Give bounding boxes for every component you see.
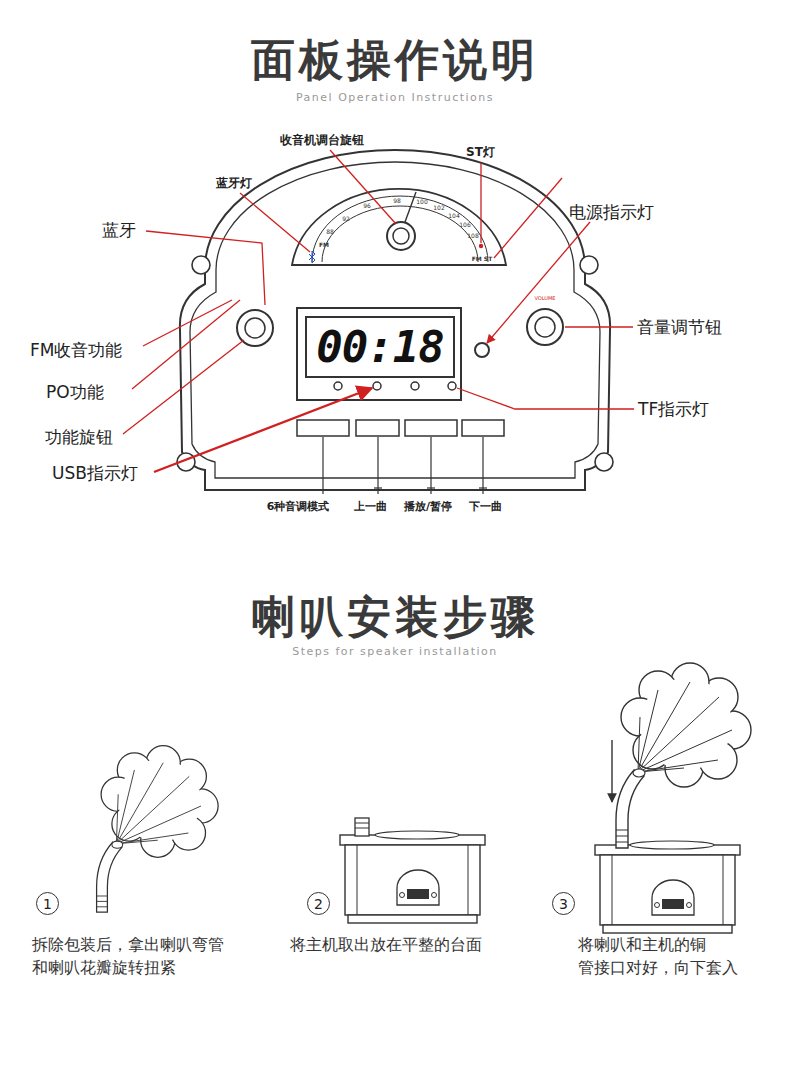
callout-label: FM收音功能 bbox=[30, 339, 122, 362]
dial-mark: 88 bbox=[326, 228, 334, 235]
dial-mark: FM bbox=[319, 241, 329, 248]
step-number-text: 1 bbox=[43, 897, 52, 911]
callout-label: USB指示灯 bbox=[52, 462, 138, 485]
lcd-display-text: 00:18 bbox=[316, 325, 443, 369]
dial-mark: 100 bbox=[416, 198, 427, 205]
step-caption: 将主机取出放在平整的台面 bbox=[290, 933, 530, 956]
callout-label: PO功能 bbox=[46, 381, 104, 404]
step-number-text: 2 bbox=[314, 897, 323, 911]
callout-label: 音量调节钮 bbox=[637, 316, 722, 339]
lcd-display: 00:18 bbox=[305, 316, 455, 378]
step-number: 2 bbox=[307, 892, 330, 915]
callout-label: 电源指示灯 bbox=[569, 201, 654, 224]
dial-mark: FM ST bbox=[472, 255, 493, 262]
dial-mark: 102 bbox=[433, 204, 444, 211]
callout-label: 蓝牙 bbox=[102, 219, 136, 242]
step-caption: 拆除包装后，拿出喇叭弯管 和喇叭花瓣旋转扭紧 bbox=[32, 933, 247, 979]
callout-label: 收音机调台旋钮 bbox=[280, 132, 364, 149]
knob-mark: VOLUME bbox=[535, 295, 556, 301]
callout-label: TF指示灯 bbox=[638, 398, 709, 421]
section-title: 喇叭安装步骤 bbox=[251, 588, 539, 647]
step-number-text: 3 bbox=[559, 897, 568, 911]
dial-mark: 106 bbox=[459, 221, 470, 228]
dial-mark: 92 bbox=[342, 215, 350, 222]
button-label: 6种音调模式 bbox=[267, 499, 330, 514]
step-number: 3 bbox=[552, 892, 575, 915]
subtitle: Panel Operation Instructions bbox=[296, 91, 494, 104]
callout-label: 蓝牙灯 bbox=[216, 175, 252, 192]
subtitle: Steps for speaker installation bbox=[292, 645, 498, 658]
dial-mark: 108 bbox=[467, 232, 478, 239]
section-title: 面板操作说明 bbox=[251, 31, 539, 90]
callout-label: 功能旋钮 bbox=[45, 426, 113, 449]
callout-label: ST灯 bbox=[466, 144, 495, 161]
dial-mark: 98 bbox=[393, 197, 401, 204]
button-label: 上一曲 bbox=[354, 499, 387, 514]
step-caption: 将喇叭和主机的铜 管接口对好，向下套入 bbox=[578, 933, 768, 979]
button-label: 下一曲 bbox=[469, 499, 502, 514]
step-number: 1 bbox=[36, 892, 59, 915]
dial-mark: 96 bbox=[363, 202, 371, 209]
button-label: 播放/暂停 bbox=[404, 499, 452, 514]
dial-mark: 104 bbox=[448, 212, 459, 219]
